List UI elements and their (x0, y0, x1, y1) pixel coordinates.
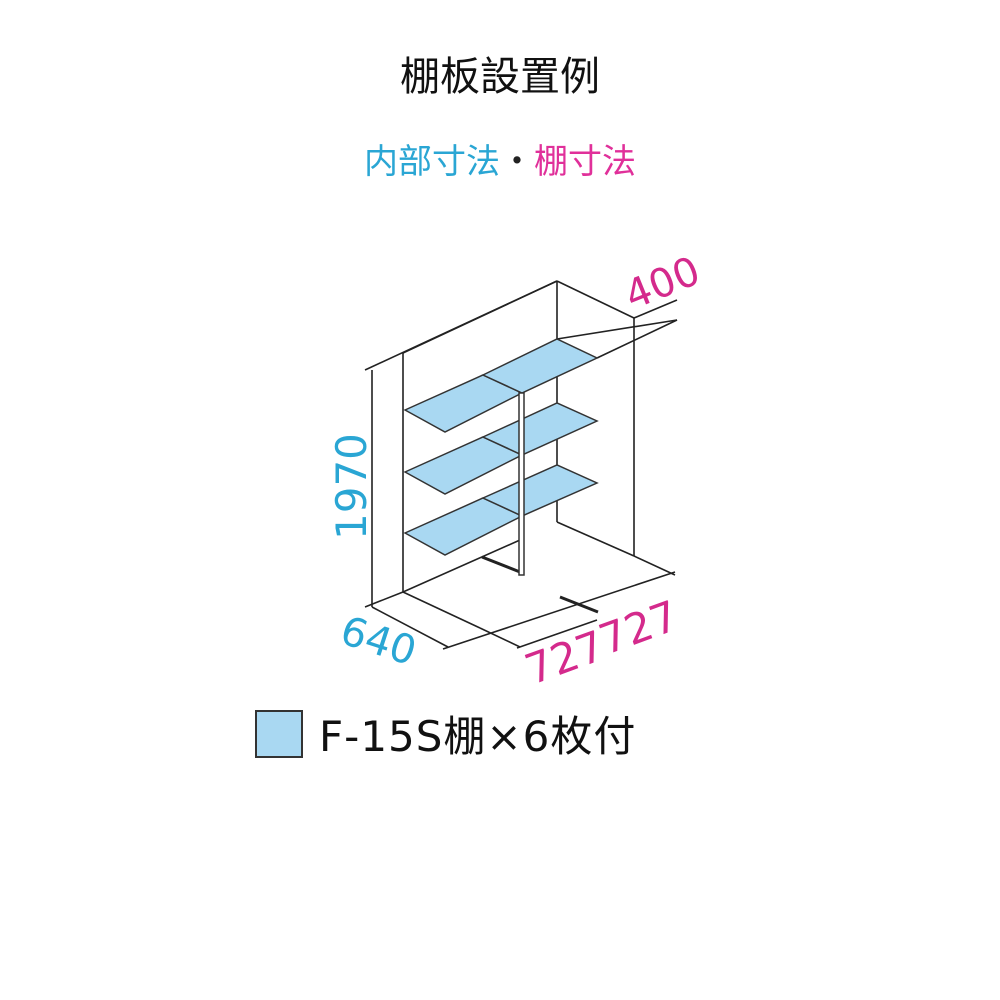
height-dimension: 1970 (327, 433, 376, 540)
storage-frame (364, 280, 678, 650)
legend-label: F-15S棚×6枚付 (319, 712, 637, 761)
shelf-width-dimension-2: 727 (593, 591, 685, 664)
shelf-depth-dimension: 400 (619, 248, 707, 319)
depth-dimension: 640 (335, 608, 422, 675)
separator: ・ (500, 142, 534, 182)
shelves (403, 338, 599, 556)
shelf-right-1 (481, 338, 599, 394)
legend: F-15S棚×6枚付 (255, 703, 636, 764)
shelf-right-2 (481, 402, 599, 456)
shelf-color-swatch (255, 709, 303, 758)
shelf-right-3 (481, 464, 599, 517)
center-post (518, 392, 525, 576)
shelf-dimension-label: 棚寸法 (534, 142, 636, 182)
page-title: 棚板設置例 (400, 54, 600, 100)
inner-dimension-label: 内部寸法 (364, 142, 500, 182)
subtitle: 内部寸法・棚寸法 (0, 134, 1000, 183)
